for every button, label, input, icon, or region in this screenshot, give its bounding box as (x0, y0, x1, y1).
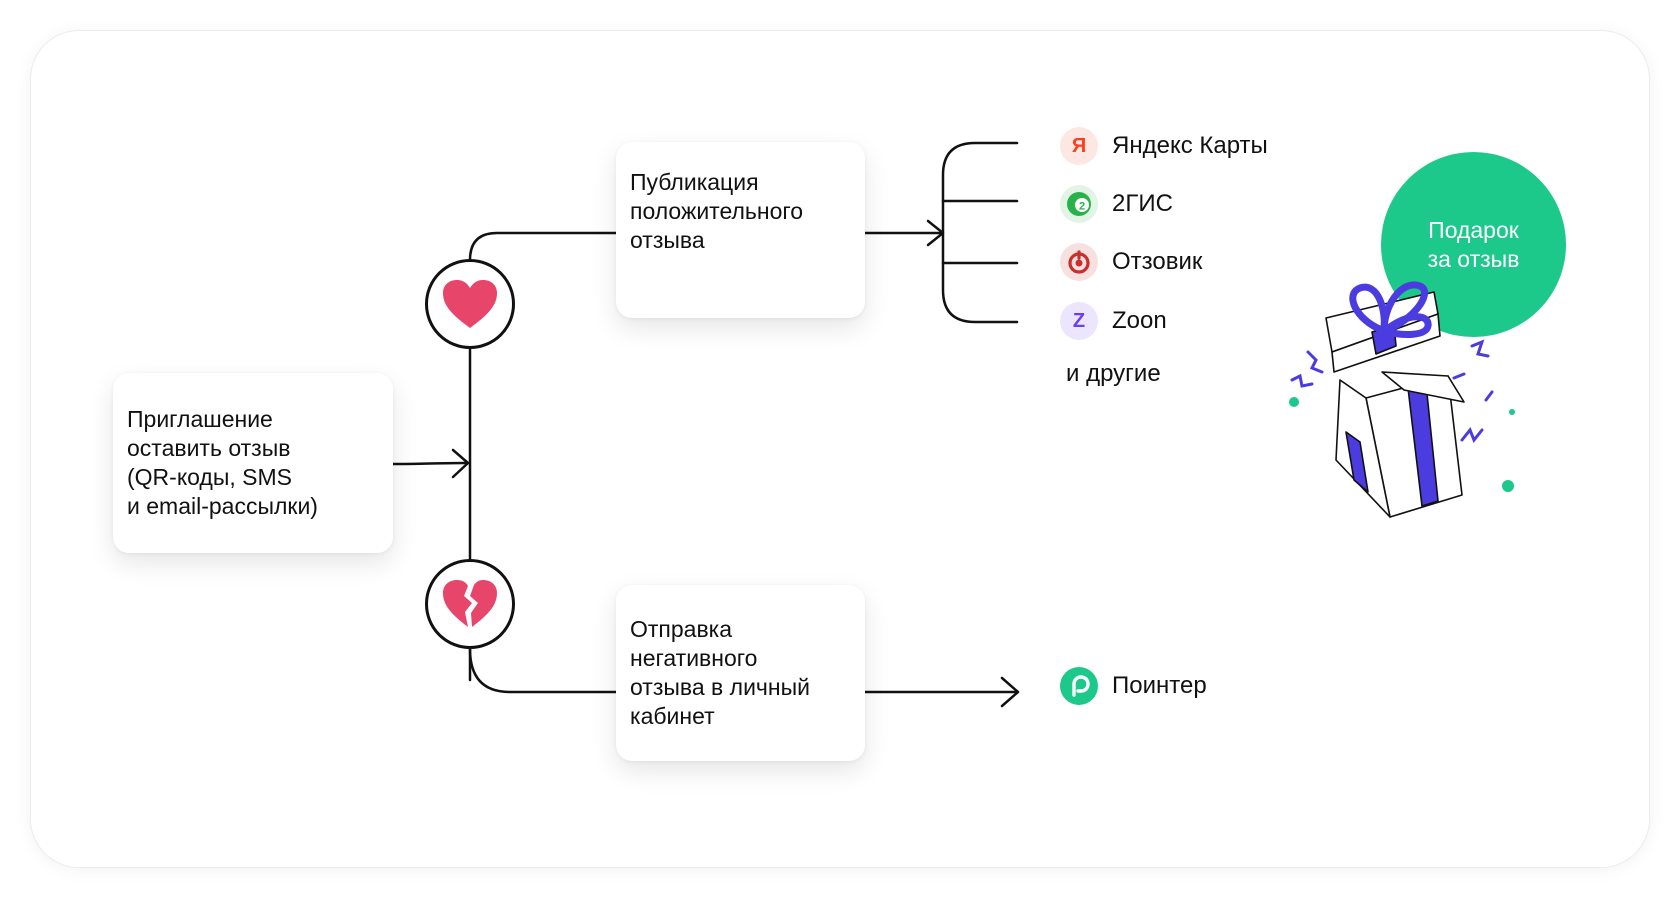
invite-text: Приглашение оставить отзыв (QR-коды, SMS… (127, 406, 318, 519)
broken-heart-icon (443, 580, 497, 627)
negative-review-text: Отправка негативного отзыва в личный каб… (630, 616, 810, 729)
2gis-icon: 2 (1060, 185, 1098, 223)
invite-box: Приглашение оставить отзыв (QR-коды, SMS… (113, 373, 393, 553)
platform-label: 2ГИС (1112, 190, 1173, 217)
pointer-icon (1060, 667, 1098, 705)
zoon-icon: Z (1060, 302, 1098, 340)
bracket-line (941, 141, 1019, 324)
platform-otzovik: Отзовик (1060, 242, 1202, 282)
platform-label: Zoon (1112, 307, 1167, 334)
platform-yandex-maps: Я Яндекс Карты (1060, 126, 1268, 166)
negative-review-box: Отправка негативного отзыва в личный каб… (616, 585, 865, 761)
branch-negative-line (468, 647, 618, 694)
gift-box-icon (1289, 281, 1515, 518)
negative-out-arrow-head (1000, 676, 1020, 708)
heart-circle-positive (425, 259, 515, 349)
platform-label: Отзовик (1112, 248, 1203, 275)
heart-icon (443, 280, 497, 328)
platform-2gis: 2 2ГИС (1060, 184, 1173, 224)
heart-circle-negative (425, 559, 515, 649)
branch-positive-line (468, 231, 618, 262)
yandex-icon: Я (1060, 127, 1098, 165)
platform-label: Поинтер (1112, 672, 1207, 699)
svg-text:2: 2 (1079, 201, 1085, 213)
invite-arrow-line (391, 461, 467, 466)
positive-review-box: Публикация положительного отзыва (616, 142, 865, 318)
otzovik-icon (1060, 243, 1098, 281)
invite-arrow-head (451, 448, 470, 479)
platform-pointer: Поинтер (1060, 666, 1207, 706)
gift-badge-text: Подарок за отзыв (1427, 216, 1520, 272)
others-label: и другие (1066, 360, 1161, 387)
platform-zoon: Z Zoon (1060, 301, 1167, 341)
positive-review-text: Публикация положительного отзыва (630, 169, 804, 253)
platform-label: Яндекс Карты (1112, 132, 1268, 159)
